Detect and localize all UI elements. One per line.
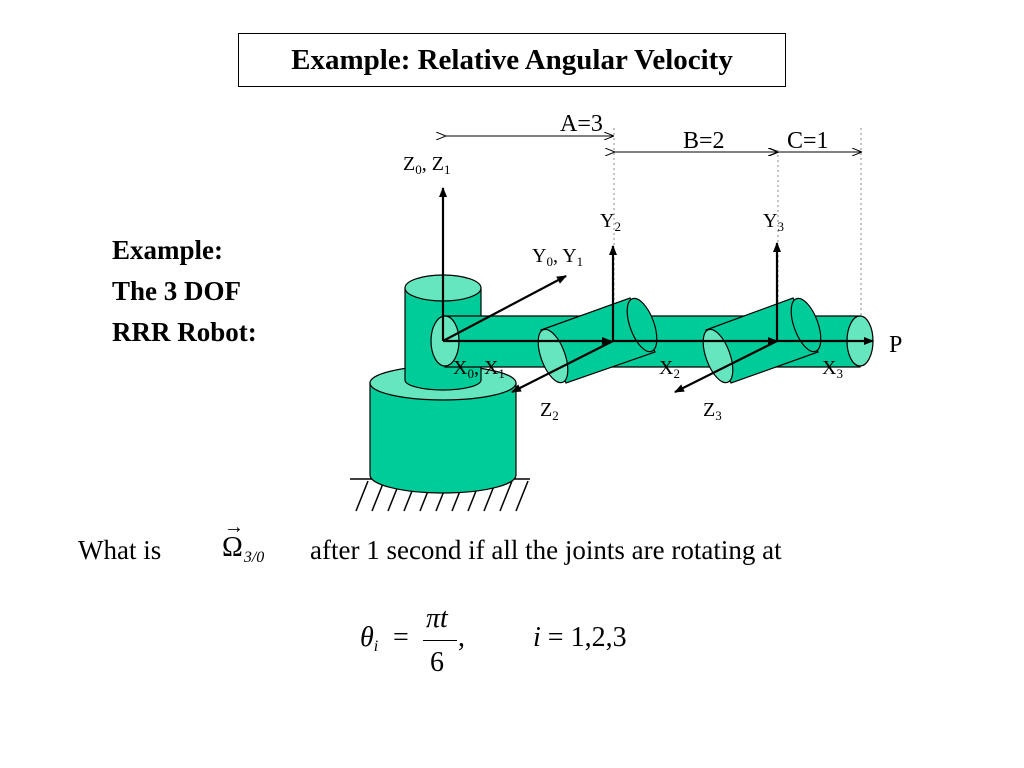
point-p-label: P xyxy=(889,332,902,358)
side-caption: Example: The 3 DOF RRR Robot: xyxy=(112,230,257,353)
side-caption-line: The 3 DOF xyxy=(112,276,242,306)
question-suffix: after 1 second if all the joints are rot… xyxy=(310,535,782,565)
dim-a-label: A=3 xyxy=(560,111,603,137)
y0-y1-label: Y0, Y1 xyxy=(532,245,583,269)
vector-arrow-icon: → xyxy=(224,516,244,538)
fraction-numerator: πt xyxy=(426,603,448,634)
question-prefix: What is xyxy=(78,535,162,565)
x3-label: X3 xyxy=(822,357,843,381)
y3-label: Y3 xyxy=(763,210,784,234)
z3-axis xyxy=(674,340,778,393)
slide-title: Example: Relative Angular Velocity xyxy=(291,43,733,76)
formula-comma: , xyxy=(458,622,465,653)
axes xyxy=(439,187,874,393)
theta-symbol: θi xyxy=(360,622,379,655)
fraction-bar xyxy=(423,640,457,641)
dim-c-label: C=1 xyxy=(787,128,829,154)
index-range: i = 1,2,3 xyxy=(533,622,627,653)
z2-axis xyxy=(511,340,614,393)
z3-label: Z3 xyxy=(703,399,722,423)
omega-symbol: → Ω3/0 xyxy=(222,516,265,566)
z0-z1-label: Z0, Z1 xyxy=(403,153,450,177)
x2-label: X2 xyxy=(659,357,680,381)
side-caption-line: RRR Robot: xyxy=(112,317,257,347)
equals-sign: = xyxy=(393,622,409,653)
y2-label: Y2 xyxy=(600,210,621,234)
side-caption-line: Example: xyxy=(112,235,223,265)
slide-title-box: Example: Relative Angular Velocity xyxy=(238,33,786,87)
fraction-denominator: 6 xyxy=(430,647,444,678)
dim-b-label: B=2 xyxy=(683,128,725,154)
z2-label: Z2 xyxy=(540,399,559,423)
x0-x1-label: X0, X1 xyxy=(453,357,505,381)
y0-axis xyxy=(442,275,567,342)
